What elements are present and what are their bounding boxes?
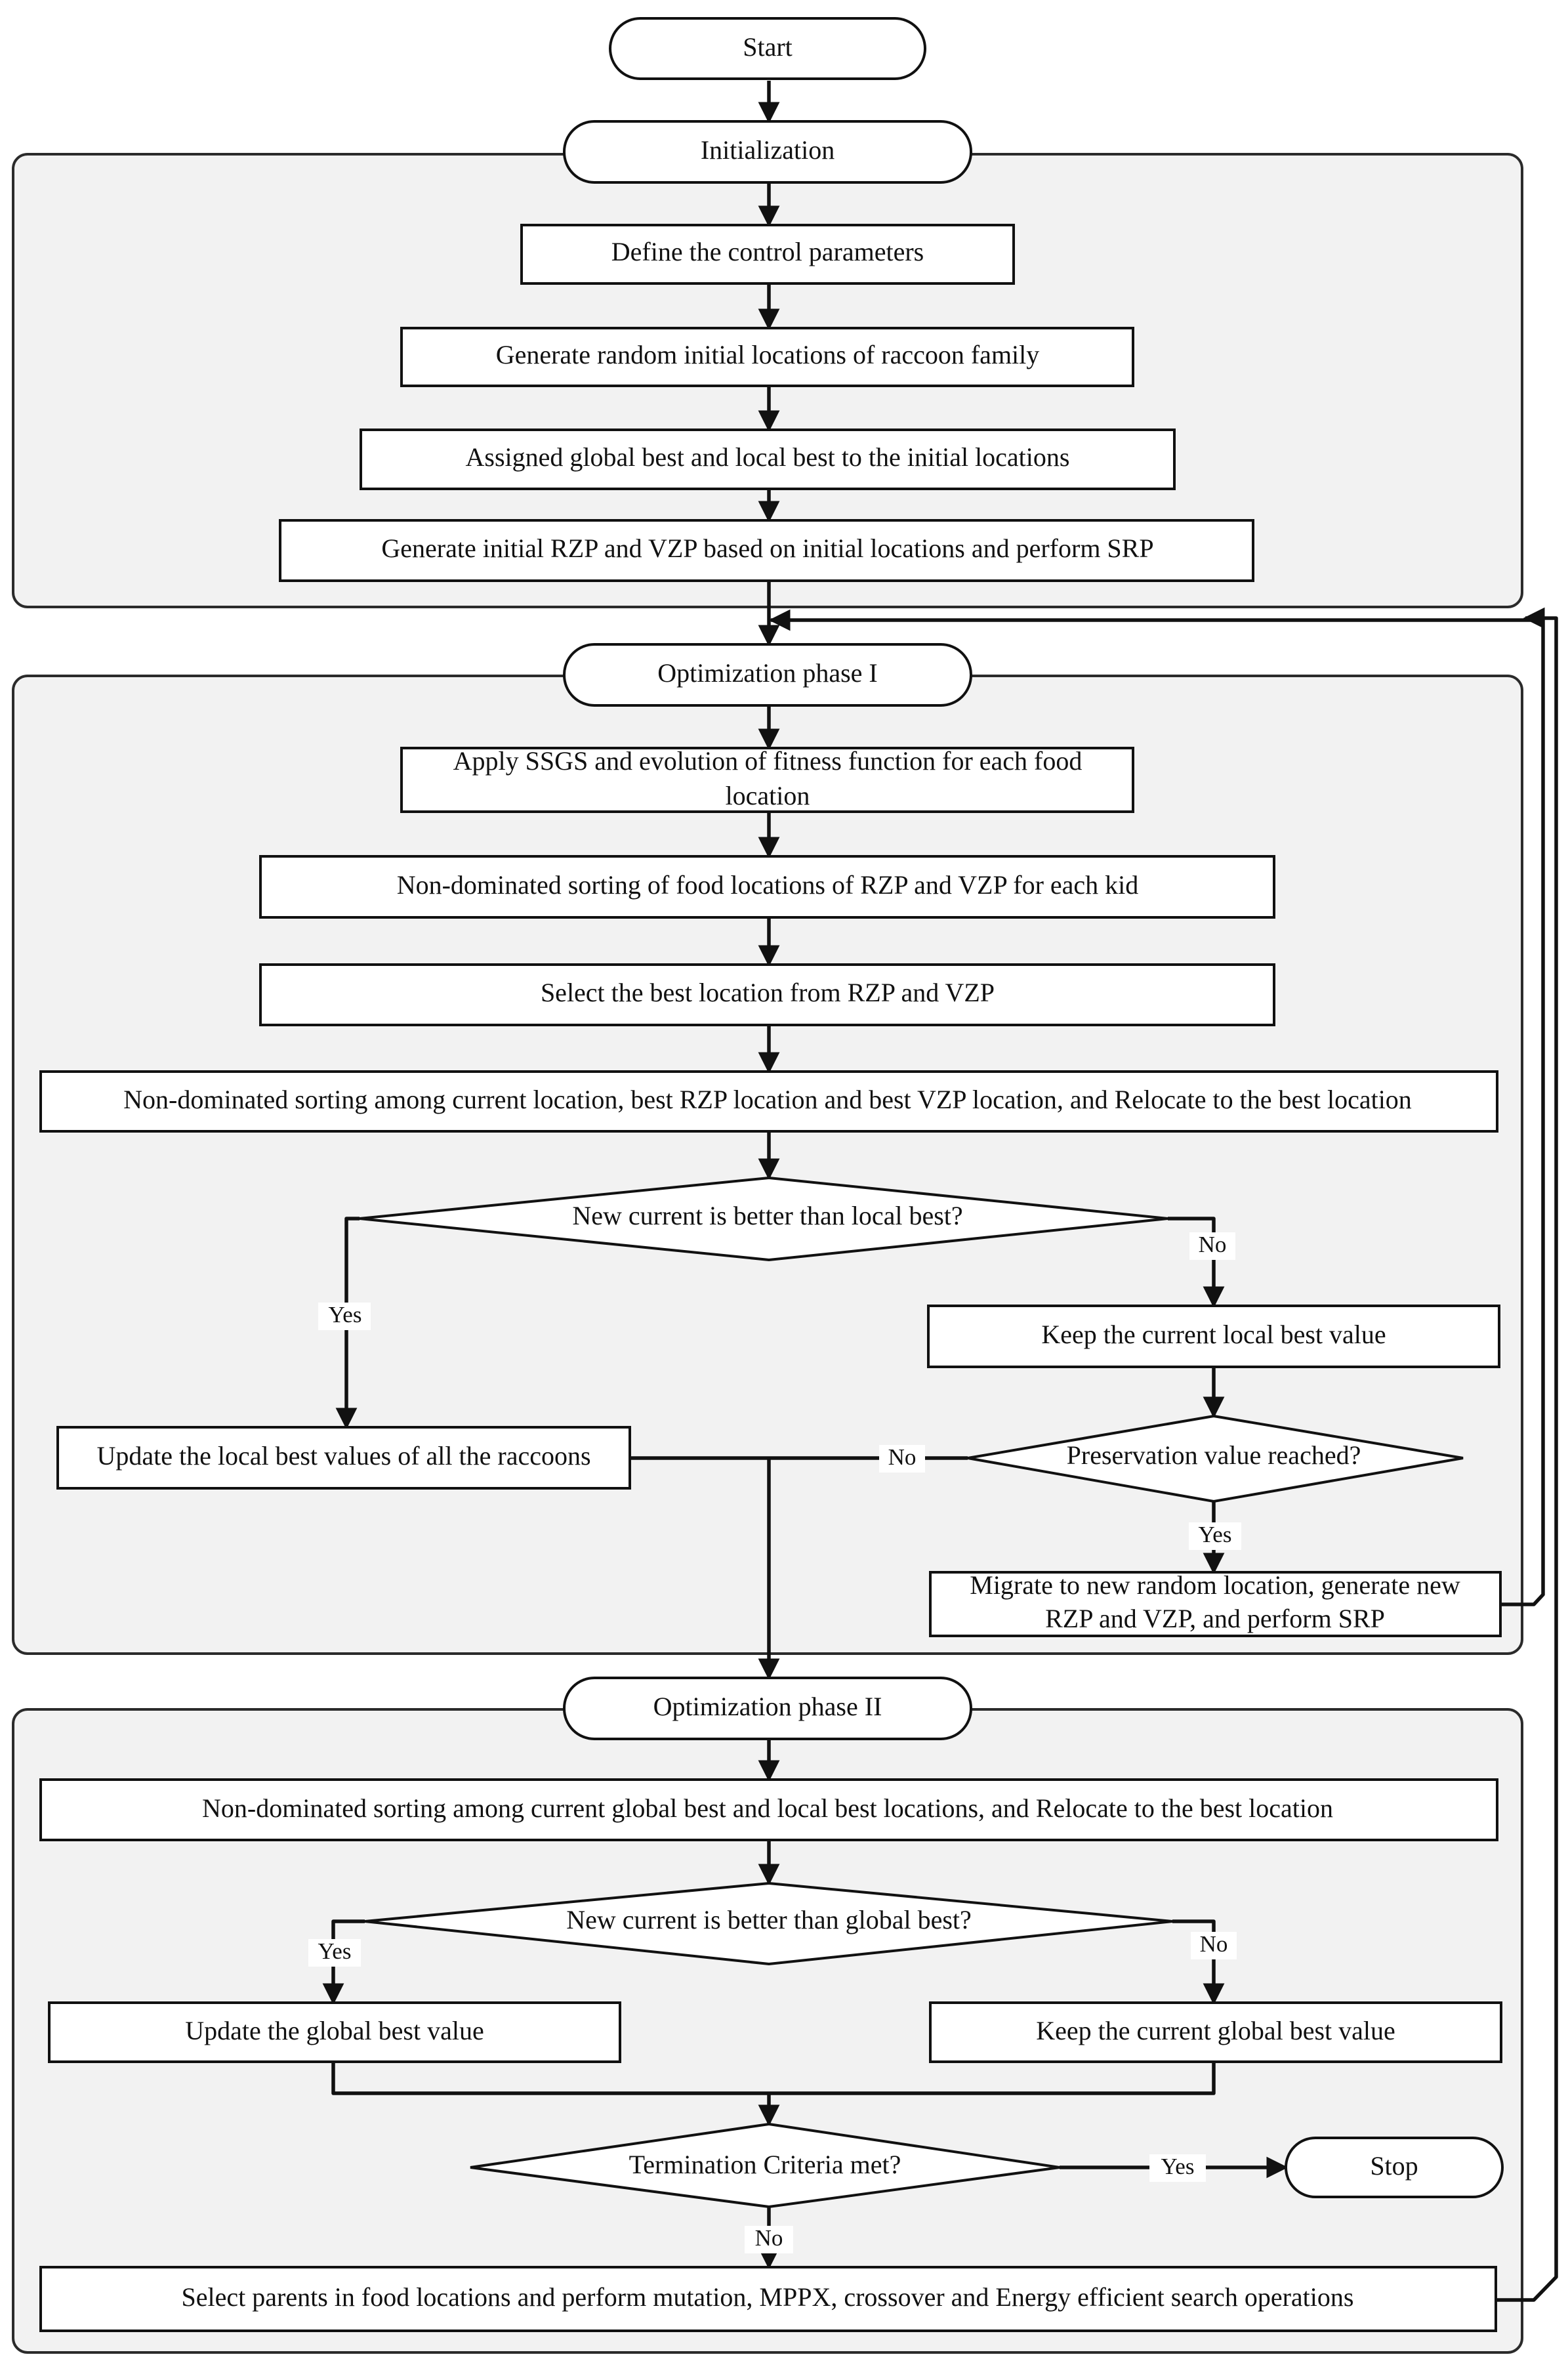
nondominated-current-text: Non-dominated sorting among current loca… bbox=[123, 1085, 1412, 1114]
line-update-global-merge bbox=[331, 2062, 769, 2095]
update-global-best-text: Update the global best value bbox=[185, 2016, 484, 2045]
keep-local-best-box bbox=[927, 1305, 1500, 1368]
decision-preservation-text: Preservation value reached? bbox=[1067, 1440, 1361, 1470]
arrow-decision-yes bbox=[335, 1217, 360, 1430]
termination-no-label: No bbox=[755, 2225, 783, 2251]
nondominated-rzp-vzp-box bbox=[259, 855, 1275, 919]
select-parents-text: Select parents in food locations and per… bbox=[182, 2282, 1354, 2312]
decision-global-best-text: New current is better than global best? bbox=[566, 1905, 972, 1934]
arrow-select-parents-loop bbox=[1496, 607, 1558, 2302]
decision-termination-diamond bbox=[470, 2122, 1060, 2209]
apply-ssgs-text-line2: location bbox=[726, 781, 810, 810]
generate-random-text: Generate random initial locations of rac… bbox=[496, 340, 1040, 369]
termination-yes-label: Yes bbox=[1161, 2154, 1195, 2179]
assigned-best-text: Assigned global best and local best to t… bbox=[466, 442, 1070, 472]
keep-global-best-box bbox=[929, 2001, 1502, 2063]
migrate-text-line1: Migrate to new random location, generate… bbox=[970, 1570, 1460, 1600]
global-yes-label: Yes bbox=[318, 1938, 352, 1964]
stop-terminal bbox=[1285, 2137, 1504, 2198]
decision-local-best-text: New current is better than local best? bbox=[572, 1201, 962, 1230]
optimization-phase-1-terminal bbox=[563, 643, 972, 707]
line-keep-global-merge bbox=[769, 2062, 1216, 2095]
keep-global-best-text: Keep the current global best value bbox=[1036, 2016, 1395, 2045]
define-parameters-text: Define the control parameters bbox=[611, 237, 924, 266]
connectors bbox=[322, 81, 1558, 2302]
arrow-migrate-loop bbox=[768, 609, 1545, 1606]
select-best-box bbox=[259, 963, 1275, 1026]
nondominated-rzp-vzp-text: Non-dominated sorting of food locations … bbox=[397, 870, 1139, 900]
migrate-box bbox=[929, 1571, 1502, 1637]
generate-rzp-vzp-box bbox=[279, 519, 1254, 582]
local-yes-label: Yes bbox=[329, 1302, 362, 1327]
optimization-phase-1-label: Optimization phase I bbox=[657, 658, 877, 688]
apply-ssgs-text-line1: Apply SSGS and evolution of fitness func… bbox=[453, 746, 1083, 776]
decision-preservation-diamond bbox=[967, 1414, 1464, 1503]
select-best-text: Select the best location from RZP and VZ… bbox=[541, 978, 995, 1007]
start-terminal bbox=[609, 17, 926, 80]
local-no-label: No bbox=[1199, 1232, 1227, 1257]
define-parameters-box bbox=[520, 224, 1015, 285]
preservation-yes-label: Yes bbox=[1199, 1522, 1232, 1547]
nondominated-global-box bbox=[39, 1778, 1498, 1841]
update-global-best-box bbox=[48, 2001, 621, 2063]
global-no-label: No bbox=[1200, 1931, 1228, 1957]
branch-labels: Yes No No Yes Yes No Yes No bbox=[308, 1232, 1241, 2253]
keep-local-best-text: Keep the current local best value bbox=[1041, 1320, 1386, 1349]
assigned-best-box bbox=[360, 428, 1176, 490]
nondominated-global-text: Non-dominated sorting among current glob… bbox=[202, 1793, 1333, 1823]
arrow-global-no bbox=[1172, 1919, 1225, 2005]
initialization-label: Initialization bbox=[701, 135, 835, 165]
nondominated-current-box bbox=[39, 1070, 1498, 1133]
optimization-phase-2-label: Optimization phase II bbox=[653, 1692, 882, 1721]
generate-rzp-vzp-text: Generate initial RZP and VZP based on in… bbox=[381, 533, 1153, 563]
apply-ssgs-box bbox=[400, 747, 1134, 813]
update-local-best-box bbox=[56, 1426, 631, 1490]
decision-termination-text: Termination Criteria met? bbox=[629, 2150, 901, 2179]
decision-local-best-diamond bbox=[359, 1176, 1168, 1262]
stop-label: Stop bbox=[1370, 2151, 1418, 2181]
initialization-terminal bbox=[563, 120, 972, 184]
generate-random-box bbox=[400, 327, 1134, 387]
arrow-decision-no bbox=[1168, 1217, 1225, 1308]
preservation-no-label: No bbox=[888, 1444, 917, 1470]
update-local-best-text: Update the local best values of all the … bbox=[96, 1441, 590, 1471]
start-label: Start bbox=[743, 32, 793, 62]
arrow-global-yes bbox=[322, 1919, 365, 2005]
decision-global-best-diamond bbox=[364, 1881, 1173, 1966]
migrate-text-line2: RZP and VZP, and perform SRP bbox=[1045, 1604, 1385, 1633]
select-parents-box bbox=[39, 2266, 1497, 2332]
optimization-phase-2-terminal bbox=[563, 1677, 972, 1740]
